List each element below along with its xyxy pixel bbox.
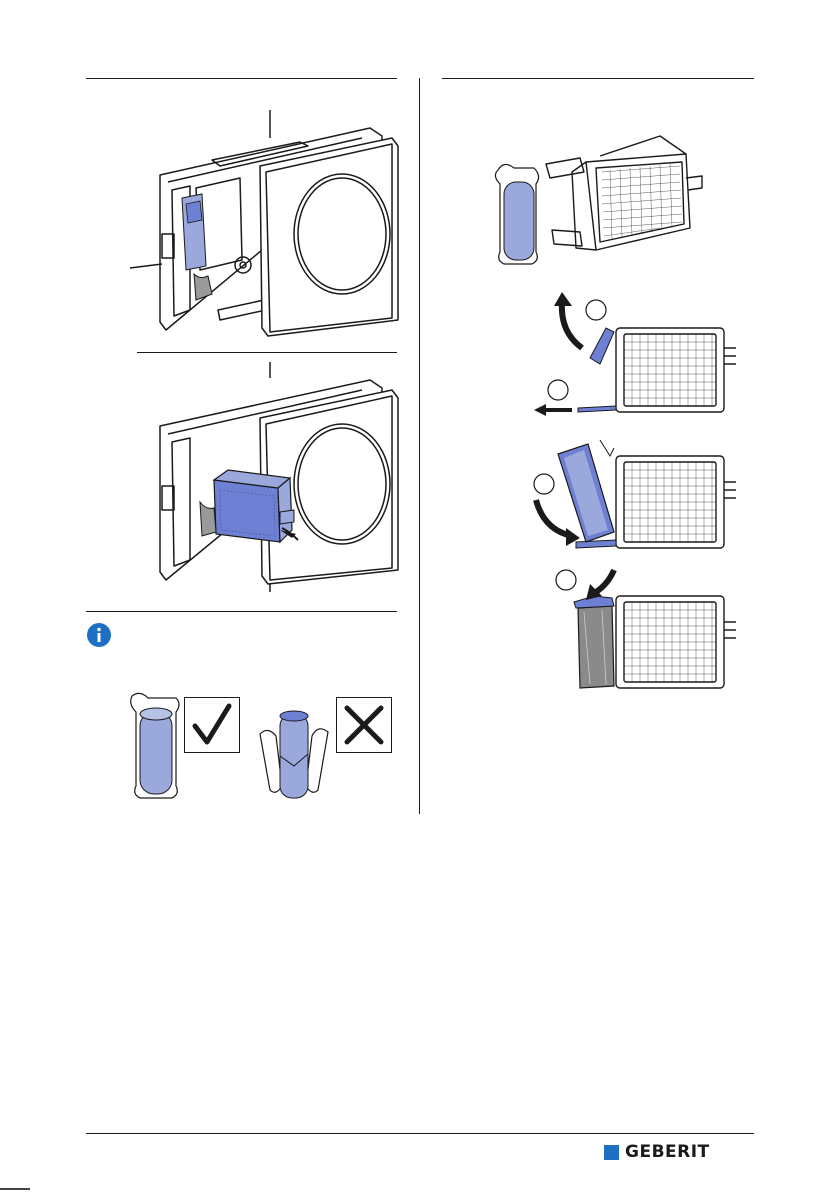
figure-flush-plate-open [130, 110, 400, 340]
cartridge-slot-highlight [182, 194, 206, 270]
info-circle-icon [86, 622, 112, 648]
step-1 [586, 300, 606, 320]
figure-refill-incorrect [256, 706, 332, 802]
figure-step-insert-refill [530, 436, 760, 554]
geberit-logo: GEBERIT [604, 1142, 710, 1162]
step-4 [556, 570, 576, 590]
step-3 [534, 474, 554, 494]
figure-refill-correct [126, 690, 186, 802]
crop-mark [0, 1188, 30, 1190]
figure-step-close-lid [550, 566, 760, 690]
step-2 [548, 380, 568, 400]
cross-icon [336, 697, 392, 753]
checkmark-icon [184, 697, 240, 753]
left-note-rule [86, 611, 397, 612]
right-column-top-rule [442, 78, 754, 79]
left-column-top-rule [86, 78, 397, 79]
figure-refill-and-housing [490, 132, 722, 266]
footer-rule [86, 1133, 754, 1134]
figure-step-open-lid [530, 292, 760, 418]
left-mid-rule [137, 352, 397, 353]
figure-cartridge-housing-removed [130, 362, 400, 592]
logo-square-icon [604, 1145, 619, 1160]
column-divider [419, 78, 420, 814]
brand-name: GEBERIT [625, 1142, 710, 1162]
